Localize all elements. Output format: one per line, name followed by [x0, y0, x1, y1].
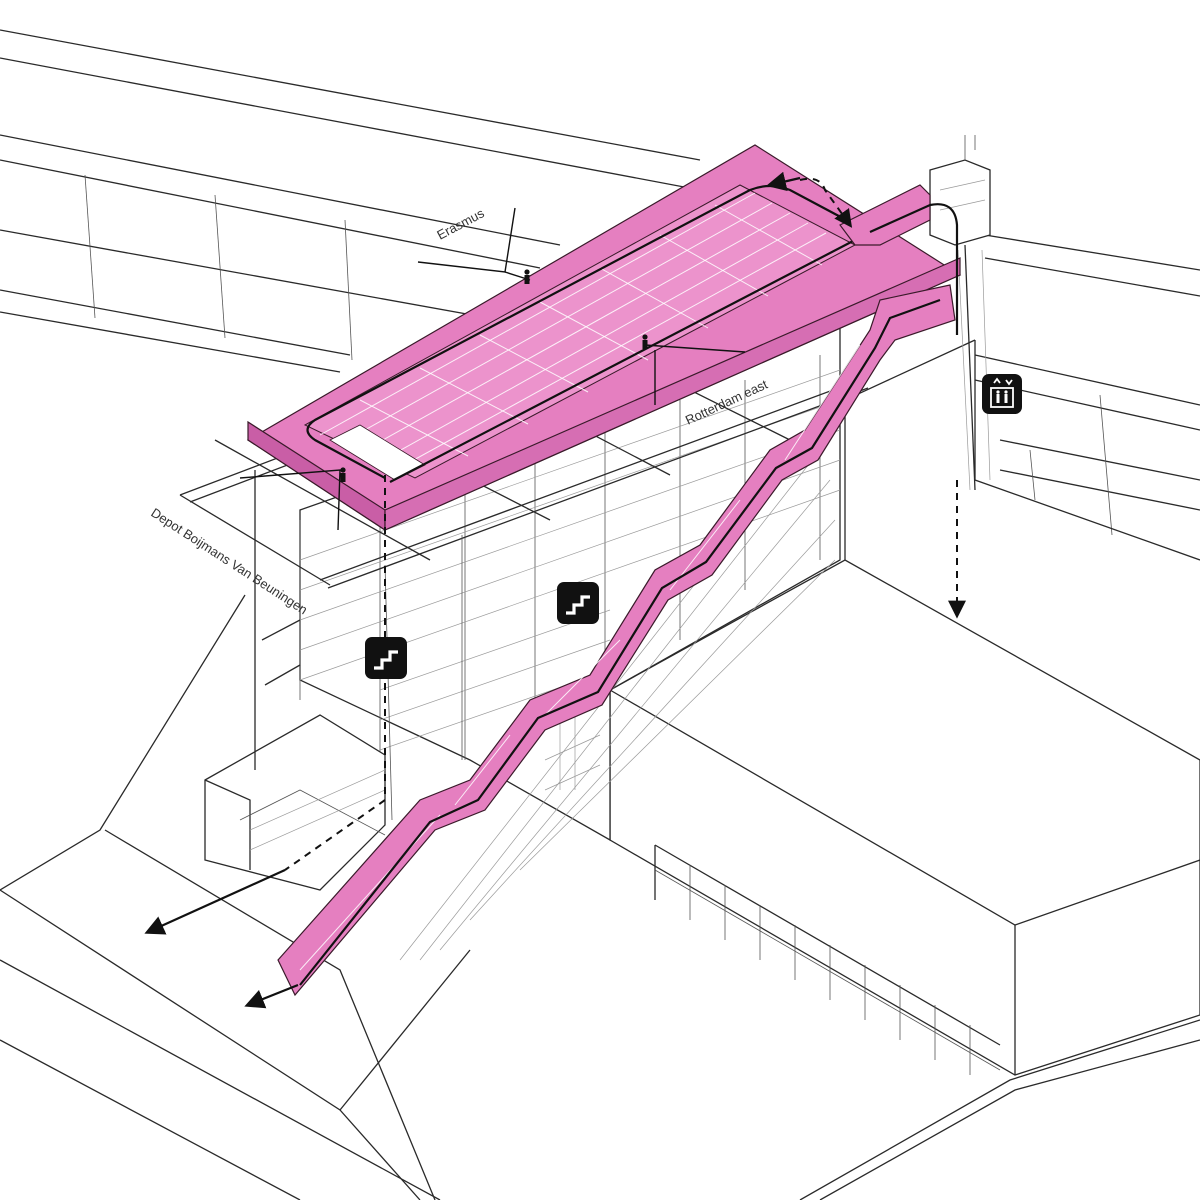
route-lines: [144, 171, 966, 1009]
pink-staircase: [277, 284, 956, 997]
stairs-icon: [365, 637, 407, 679]
bridge-walkway: [839, 184, 931, 246]
people: [340, 269, 648, 482]
label-erasmus: Erasmus: [434, 205, 487, 243]
label-depot: Depot Boijmans Van Beuningen: [148, 505, 310, 617]
stairs-icon: [557, 582, 599, 624]
person-icon: [524, 269, 530, 284]
person-icon: [340, 467, 346, 482]
roof-grid: [319, 192, 827, 473]
stair-treads: [299, 344, 861, 971]
roof-entry-arrow: [766, 171, 801, 192]
roof-entry-dash: [799, 177, 853, 228]
exit-arrow-left: [144, 868, 286, 935]
elevator-route: [869, 203, 959, 335]
person-icon: [642, 334, 648, 349]
exit-arrow-stair: [244, 983, 299, 1009]
bridge-background: [0, 29, 1200, 536]
terrain: [0, 594, 1200, 1200]
main-building: [204, 319, 841, 961]
dashed-route-left: [284, 475, 386, 871]
view-pointers: [239, 207, 746, 531]
foreground-building: [609, 339, 1200, 1076]
elevator-tower: [929, 135, 991, 491]
elevator-icon: [982, 374, 1022, 414]
stair-route: [299, 298, 941, 986]
